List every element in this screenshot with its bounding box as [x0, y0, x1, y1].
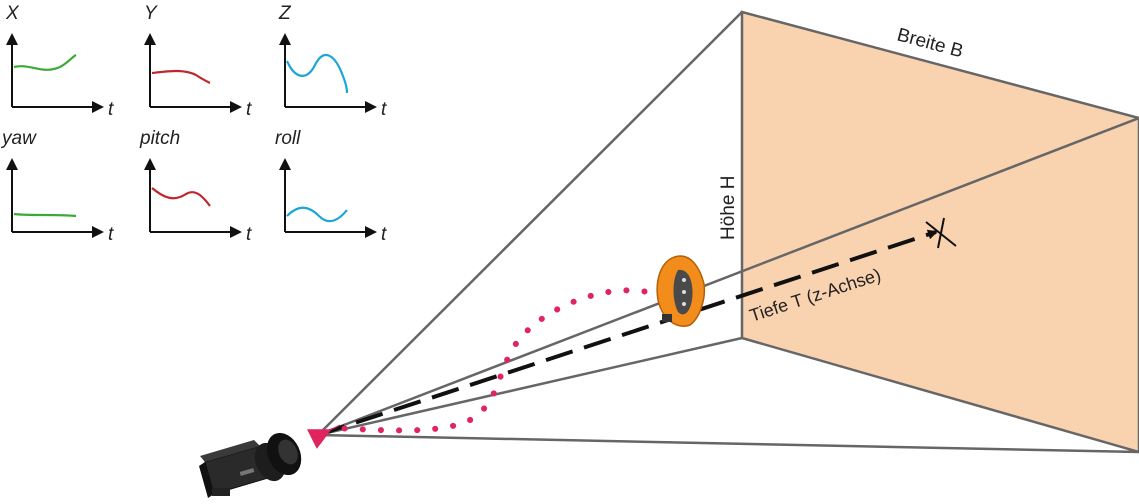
time-axis-label: t [246, 224, 252, 245]
frustum-edges [317, 11, 1139, 454]
mini-plot-curve [285, 54, 349, 94]
mini-plot-curve [13, 54, 77, 71]
trajectory-arrowhead [306, 424, 341, 449]
time-axis-label: t [108, 224, 114, 245]
camera-icon [199, 432, 302, 498]
mini-plot-curve [286, 206, 348, 223]
mini-plot-Y: Yt [144, 3, 252, 120]
mini-plot-label: Z [278, 3, 292, 24]
mini-plot-curve [151, 69, 211, 84]
mini-plot-yaw: yaw t [0, 128, 114, 245]
time-axis-label: t [246, 99, 252, 120]
mini-plot-label: yaw [0, 128, 37, 149]
mini-plot-label: roll [275, 128, 301, 149]
time-axis-label: t [108, 99, 114, 120]
mini-plot-curve [151, 187, 211, 207]
handheld-scanner-icon [656, 255, 706, 327]
target-cross-icon [925, 217, 957, 249]
mini-plot-pitch: pitch t [139, 128, 252, 245]
depth-axis-arrow [317, 229, 938, 437]
mini-plot-label: pitch [139, 128, 180, 149]
mini-plot-roll: roll t [275, 128, 387, 245]
time-axis-label: t [381, 224, 387, 245]
mini-plot-label: X [5, 3, 20, 24]
motion-trajectory [332, 287, 665, 434]
mini-plot-curve [13, 212, 77, 218]
height-label: Höhe H [718, 176, 739, 240]
time-axis-label: t [381, 99, 387, 120]
mini-plot-X: Xt [5, 3, 114, 120]
mini-plot-label: Y [144, 3, 158, 24]
mini-plot-Z: Zt [278, 3, 387, 120]
